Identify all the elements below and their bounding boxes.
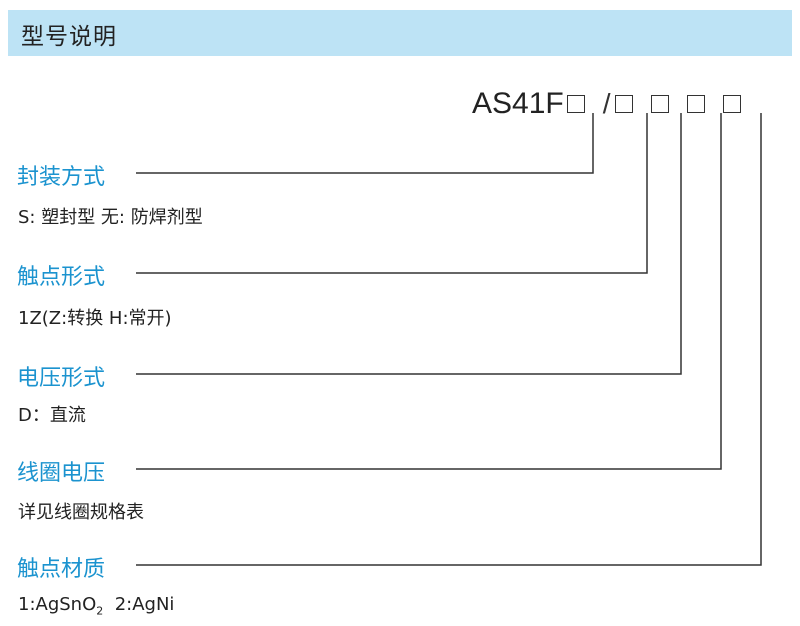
code-slot-1: [566, 95, 585, 113]
desc-contact-form: 1Z(Z:转换 H:常开): [18, 308, 172, 329]
material-subscript: 2: [96, 604, 104, 618]
code-slot-4: [686, 95, 705, 113]
desc-voltage-type: D：直流: [18, 405, 86, 426]
material-agni: 2:AgNi: [103, 594, 175, 615]
leader-line-contact-form: [136, 113, 648, 274]
desc-coil-voltage: 详见线圈规格表: [18, 502, 144, 523]
page-title: 型号说明: [21, 24, 117, 50]
leader-line-contact-material: [136, 113, 762, 566]
desc-package: S: 塑封型 无: 防焊剂型: [18, 207, 203, 228]
heading-voltage-type: 电压形式: [17, 366, 106, 391]
model-prefix: AS41F: [472, 87, 564, 120]
model-code: AS41F /: [472, 86, 741, 122]
code-slot-5: [722, 95, 741, 113]
material-agsno2: 1:AgSnO: [18, 594, 97, 615]
code-slot-2: [614, 95, 633, 113]
slash-separator: /: [602, 88, 611, 119]
heading-contact-material: 触点材质: [17, 557, 106, 582]
code-slot-3: [650, 95, 669, 113]
desc-contact-material: 1:AgSnO2 2:AgNi: [18, 594, 174, 618]
leader-line-voltage-type: [136, 113, 682, 375]
leader-line-coil-voltage: [136, 113, 722, 470]
heading-coil-voltage: 线圈电压: [17, 461, 106, 486]
heading-contact-form: 触点形式: [17, 265, 106, 290]
heading-package: 封装方式: [17, 165, 106, 190]
header-bar: 型号说明: [8, 10, 792, 56]
leader-line-package: [136, 113, 594, 174]
